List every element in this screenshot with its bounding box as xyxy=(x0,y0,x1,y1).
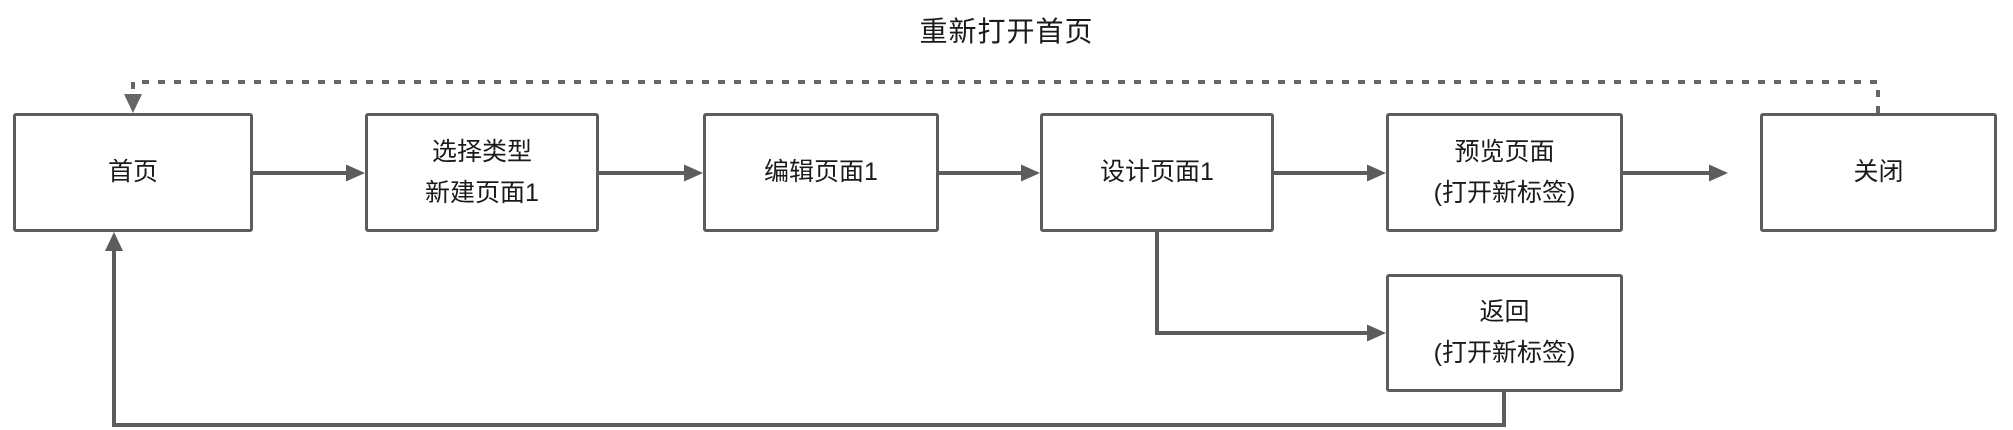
node-select-type-label-line2: 新建页面1 xyxy=(425,178,539,207)
node-preview-page: 预览页面 (打开新标签) xyxy=(1386,113,1623,232)
edge-close-to-home-dotted xyxy=(124,80,1880,113)
edge-back-to-home xyxy=(105,232,1506,427)
node-back-label-line2: (打开新标签) xyxy=(1433,339,1576,367)
edge-preview-page-to-close xyxy=(1623,164,1728,182)
edge-design-page-to-back xyxy=(1155,232,1386,342)
node-back-label-line1: 返回 xyxy=(1479,298,1530,326)
node-home-label: 首页 xyxy=(107,158,158,186)
node-home: 首页 xyxy=(13,113,253,232)
edge-design-page-to-preview-page xyxy=(1274,164,1386,182)
node-select-type-new-page: 选择类型 新建页面1 xyxy=(365,113,599,232)
edge-edit-page-to-design-page xyxy=(939,164,1040,182)
edge-home-to-select-type xyxy=(253,164,365,182)
node-edit-page-1: 编辑页面1 xyxy=(703,113,939,232)
node-close-label: 关闭 xyxy=(1853,158,1904,186)
node-design-page-1-label: 设计页面1 xyxy=(1100,158,1214,186)
node-close: 关闭 xyxy=(1760,113,1997,232)
node-edit-page-1-label: 编辑页面1 xyxy=(764,158,878,186)
node-design-page-1: 设计页面1 xyxy=(1040,113,1274,232)
node-preview-page-label-line1: 预览页面 xyxy=(1454,137,1555,166)
diagram-title: 重新打开首页 xyxy=(919,16,1094,47)
node-preview-page-label-line2: (打开新标签) xyxy=(1433,178,1576,207)
node-select-type-label-line1: 选择类型 xyxy=(431,137,532,166)
edge-select-type-to-edit-page xyxy=(599,164,703,182)
node-back: 返回 (打开新标签) xyxy=(1386,274,1623,392)
